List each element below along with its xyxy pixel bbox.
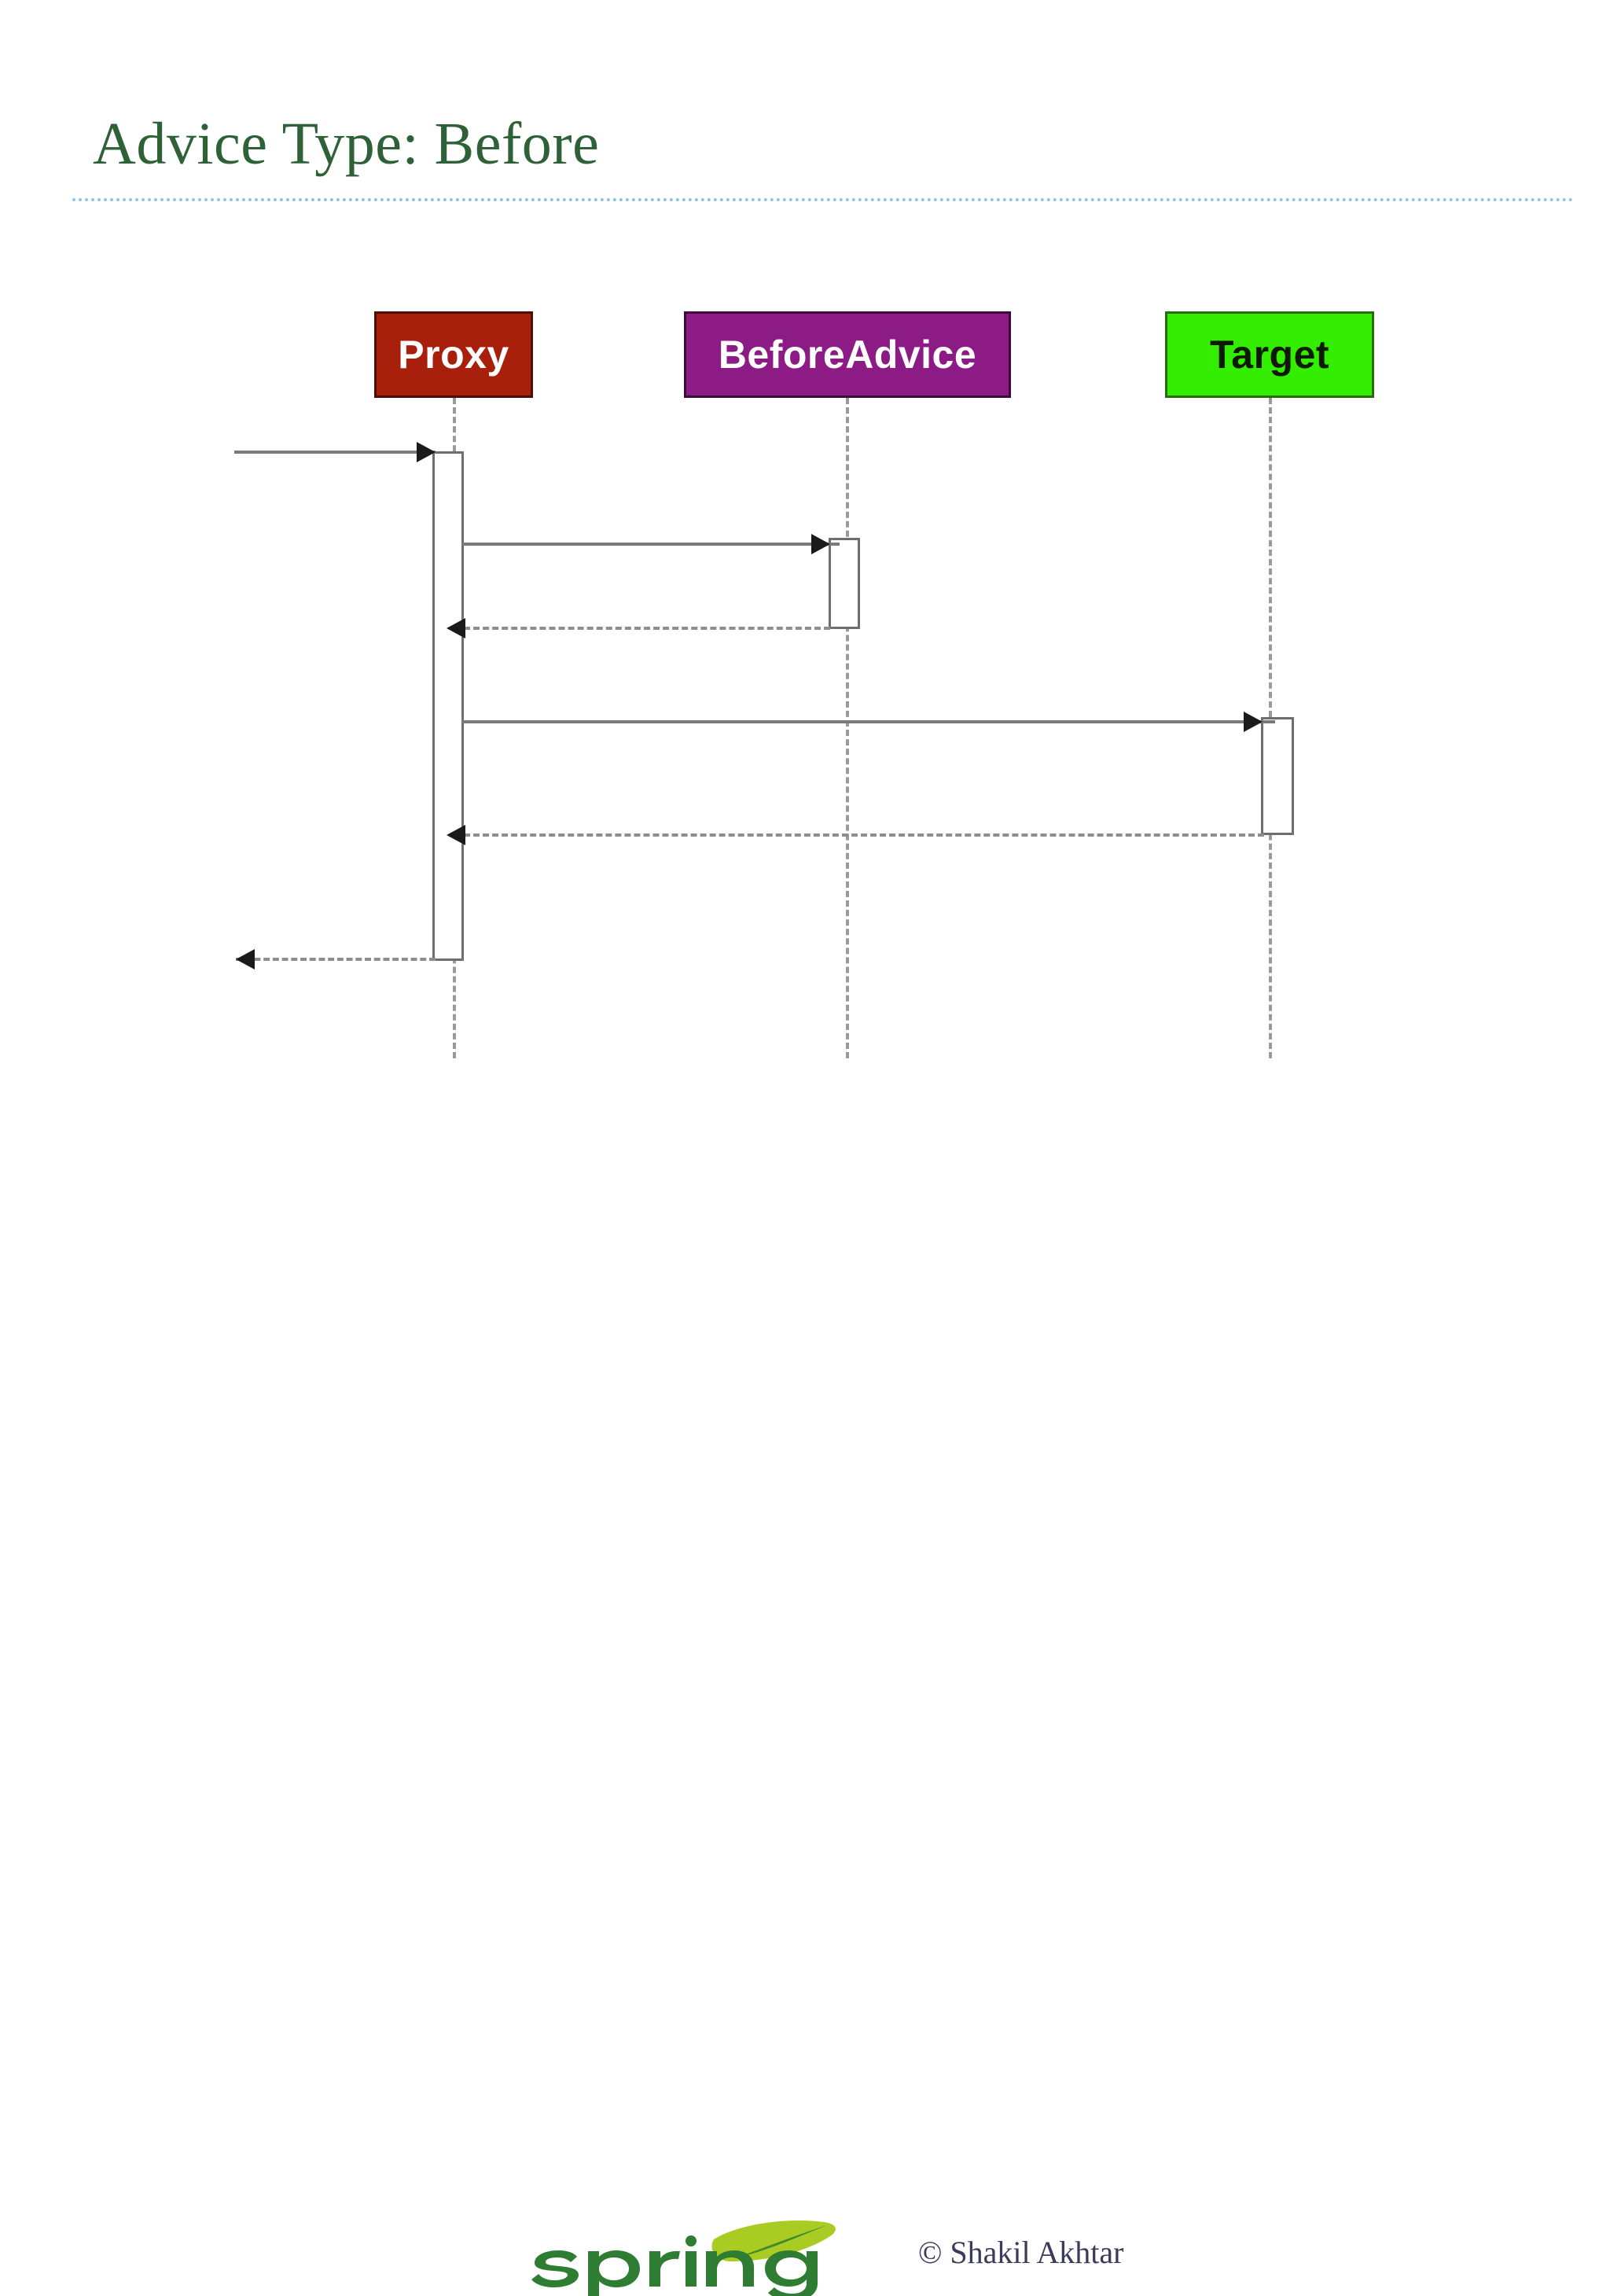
arrowhead-left-icon-3 — [447, 618, 465, 638]
activation-bar-target — [1261, 717, 1294, 835]
activation-bar-proxy — [432, 451, 464, 961]
copyright-text: © Shakil Akhtar — [918, 2235, 1124, 2270]
arrowhead-left-icon-5 — [447, 825, 465, 845]
message-line-5 — [464, 833, 1264, 837]
participant-box-beforeadvice[interactable]: BeforeAdvice — [684, 311, 1011, 398]
page-title: Advice Type: Before — [93, 111, 600, 177]
arrowhead-right-icon-4 — [1244, 712, 1263, 732]
arrowhead-left-icon-6 — [236, 949, 255, 970]
message-line-1 — [234, 451, 436, 454]
arrowhead-right-icon-1 — [417, 442, 436, 462]
message-line-2 — [462, 543, 840, 546]
sequence-diagram: Proxy BeforeAdvice Target — [234, 311, 1374, 1058]
arrowhead-right-icon-2 — [811, 534, 830, 554]
spring-logo — [531, 2221, 836, 2296]
activation-bar-beforeadvice — [829, 538, 860, 629]
message-line-4 — [462, 720, 1275, 723]
participant-box-target[interactable]: Target — [1165, 311, 1374, 398]
message-line-3 — [464, 627, 830, 630]
participant-box-proxy[interactable]: Proxy — [374, 311, 533, 398]
slide-footer: © Shakil Akhtar — [0, 1107, 1610, 2296]
lifeline-beforeadvice — [846, 398, 849, 1058]
message-line-6 — [236, 958, 436, 961]
title-divider — [72, 198, 1574, 201]
